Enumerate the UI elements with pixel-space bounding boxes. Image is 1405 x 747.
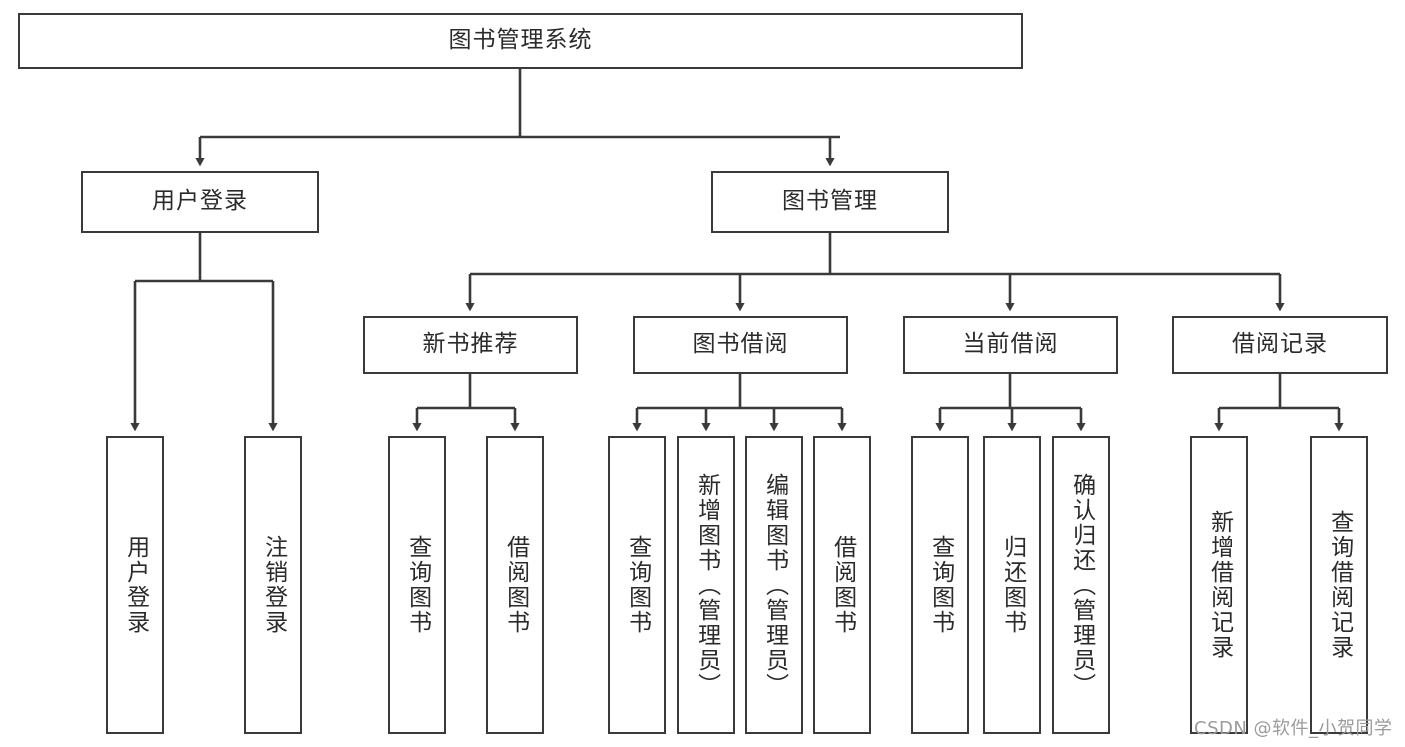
node-root[interactable]: 图书管理系统 — [18, 13, 1023, 69]
leaf-logout[interactable]: 注销登录 — [244, 436, 302, 734]
csdn-watermark: CSDN @软件_小贺同学 — [1194, 718, 1393, 739]
leaf-add-book[interactable]: 新增图书（管理员） — [677, 436, 735, 734]
leaf-query-record[interactable]: 查询借阅记录 — [1310, 436, 1368, 734]
node-borrow-record[interactable]: 借阅记录 — [1172, 316, 1388, 374]
leaf-borrow-book-2[interactable]: 借阅图书 — [813, 436, 871, 734]
leaf-borrow-book-2-label: 借阅图书 — [829, 535, 856, 635]
node-root-label: 图书管理系统 — [448, 27, 593, 54]
leaf-query-book-2[interactable]: 查询图书 — [608, 436, 666, 734]
leaf-logout-label: 注销登录 — [260, 535, 287, 635]
leaf-query-book-2-label: 查询图书 — [624, 535, 651, 635]
node-borrow-record-label: 借阅记录 — [1232, 331, 1328, 358]
leaf-confirm-return-label: 确认归还（管理员） — [1068, 472, 1095, 698]
leaf-edit-book-label: 编辑图书（管理员） — [761, 472, 788, 698]
leaf-borrow-book-1[interactable]: 借阅图书 — [486, 436, 544, 734]
leaf-add-book-label: 新增图书（管理员） — [693, 472, 720, 698]
leaf-user-login-label: 用户登录 — [122, 535, 149, 635]
leaf-return-book-label: 归还图书 — [999, 535, 1026, 635]
leaf-query-book-3[interactable]: 查询图书 — [911, 436, 969, 734]
node-current-borrow[interactable]: 当前借阅 — [903, 316, 1118, 374]
leaf-add-record[interactable]: 新增借阅记录 — [1190, 436, 1248, 734]
leaf-query-book-3-label: 查询图书 — [927, 535, 954, 635]
leaf-add-record-label: 新增借阅记录 — [1206, 510, 1233, 660]
node-book-borrow[interactable]: 图书借阅 — [633, 316, 848, 374]
node-current-borrow-label: 当前借阅 — [962, 331, 1059, 358]
node-user-login-label: 用户登录 — [152, 188, 248, 215]
leaf-query-book-1-label: 查询图书 — [404, 535, 431, 635]
leaf-confirm-return[interactable]: 确认归还（管理员） — [1052, 436, 1110, 734]
node-new-book-rec-label: 新书推荐 — [422, 331, 519, 358]
leaf-user-login[interactable]: 用户登录 — [106, 436, 164, 734]
node-book-manage-label: 图书管理 — [782, 188, 878, 215]
leaf-return-book[interactable]: 归还图书 — [983, 436, 1041, 734]
leaf-edit-book[interactable]: 编辑图书（管理员） — [745, 436, 803, 734]
node-user-login[interactable]: 用户登录 — [81, 171, 319, 233]
node-new-book-rec[interactable]: 新书推荐 — [363, 316, 578, 374]
leaf-query-book-1[interactable]: 查询图书 — [388, 436, 446, 734]
node-book-manage[interactable]: 图书管理 — [711, 171, 949, 233]
leaf-borrow-book-1-label: 借阅图书 — [502, 535, 529, 635]
leaf-query-record-label: 查询借阅记录 — [1326, 510, 1353, 660]
node-book-borrow-label: 图书借阅 — [692, 331, 789, 358]
